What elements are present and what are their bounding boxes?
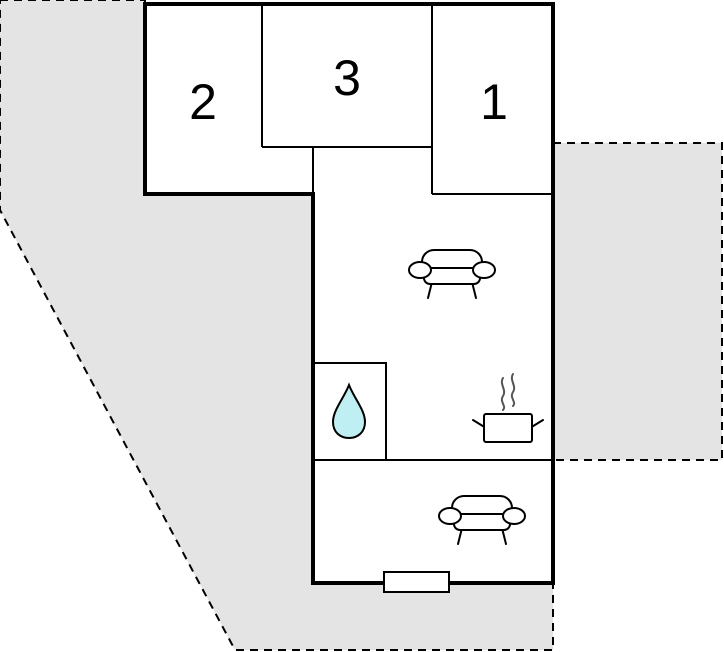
terrace-right <box>552 142 723 461</box>
room-label-3: 3 <box>333 50 361 106</box>
water-drop-icon <box>331 382 367 440</box>
room-label-2: 2 <box>189 74 217 130</box>
sofa-icon <box>408 249 496 299</box>
building-outline <box>143 2 555 585</box>
cooking-pot-icon <box>472 373 544 443</box>
room-label-1: 1 <box>480 74 508 130</box>
sofa-icon <box>438 495 526 545</box>
window-icon <box>383 571 450 593</box>
